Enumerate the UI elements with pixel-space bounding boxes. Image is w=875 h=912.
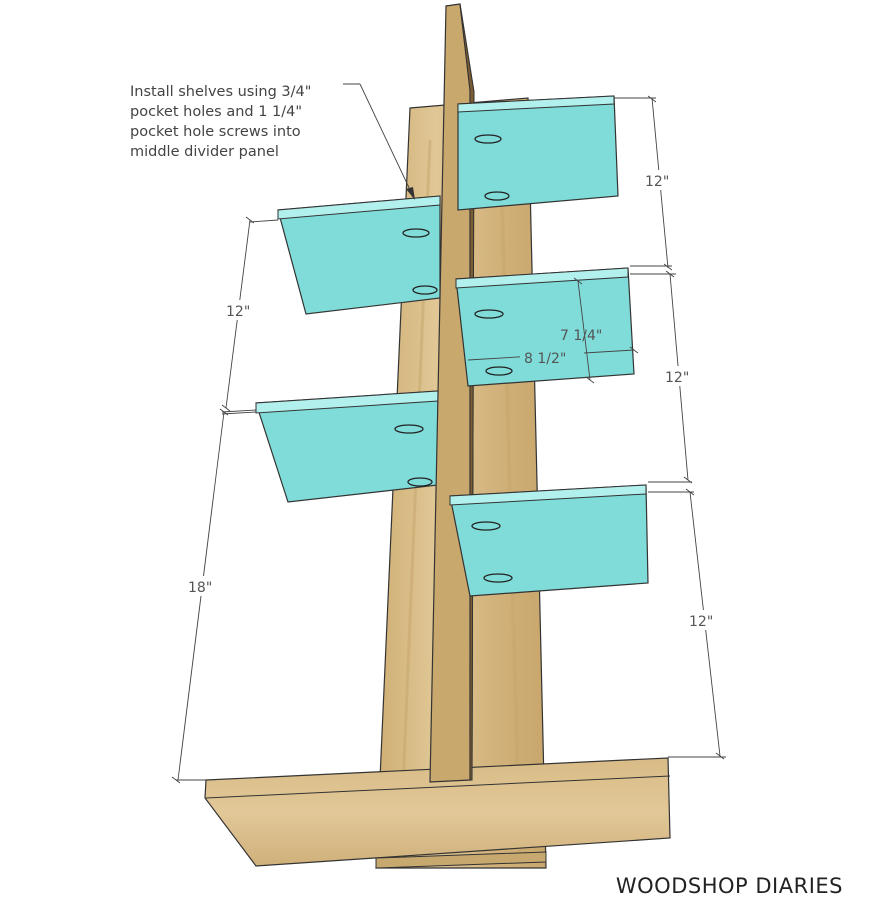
annotation-line-2: pocket holes and 1 1/4"	[130, 104, 302, 120]
dimension-right-top: 12"	[645, 174, 669, 190]
annotation-line-3: pocket hole screws into	[130, 124, 301, 140]
brand-watermark: WOODSHOP DIARIES	[615, 874, 843, 898]
shelf-left-middle	[255, 390, 439, 503]
pocket-hole	[474, 309, 504, 319]
base-board	[204, 757, 671, 869]
pocket-hole	[485, 366, 513, 376]
pocket-hole	[474, 134, 502, 144]
pocket-hole	[407, 477, 433, 487]
shelf-right-top	[457, 95, 619, 211]
shelf-left-top	[277, 195, 441, 315]
pocket-hole	[483, 573, 513, 583]
pocket-hole	[412, 285, 438, 295]
annotation-line-4: middle divider panel	[130, 144, 279, 160]
dimension-right-bottom: 12"	[689, 614, 713, 630]
pocket-hole	[484, 191, 510, 201]
annotation-note: Install shelves using 3/4" pocket holes …	[130, 84, 311, 160]
annotation-line-1: Install shelves using 3/4"	[130, 84, 311, 100]
dimension-right-middle: 12"	[665, 370, 689, 386]
leader-arrowhead	[406, 187, 415, 200]
pocket-hole	[471, 521, 501, 531]
shelf-right-bottom	[449, 484, 649, 597]
dimension-left-lower: 18"	[188, 580, 212, 596]
pocket-hole	[402, 228, 430, 238]
dimension-left-upper: 12"	[226, 304, 250, 320]
dimension-shelf-depth: 8 1/2"	[524, 351, 566, 367]
dimension-shelf-height: 7 1/4"	[560, 328, 602, 344]
shelf-right-middle	[455, 267, 635, 387]
pocket-hole	[394, 424, 424, 434]
